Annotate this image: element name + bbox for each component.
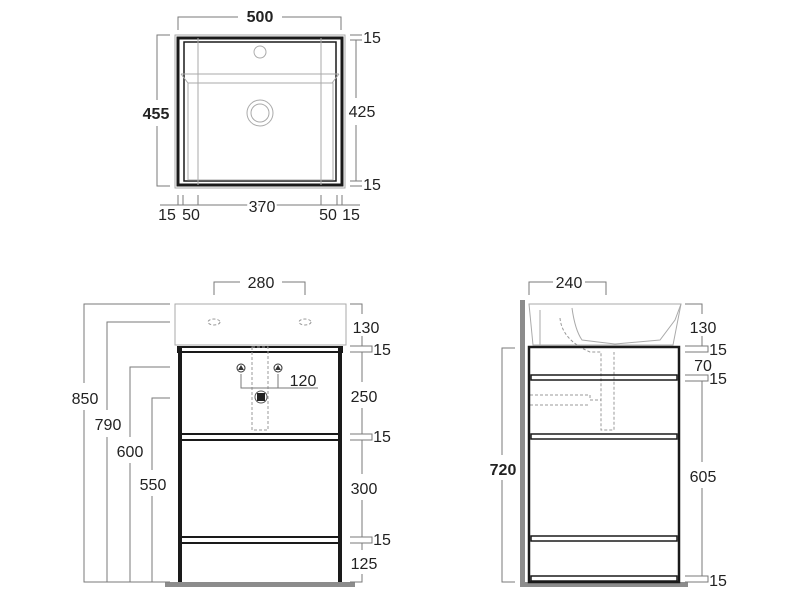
basin-depth-label: 240	[556, 275, 583, 292]
tap-hole-icon	[253, 45, 267, 59]
siphon-hidden	[559, 317, 615, 431]
right-dimension-lines	[685, 303, 709, 583]
basin-width-line	[213, 281, 306, 295]
basin-width-label: 280	[248, 275, 275, 292]
bottom-dimension-line	[160, 195, 360, 206]
width-dimension-line	[177, 16, 342, 30]
middle-shelf	[179, 433, 341, 441]
dim-label: 605	[690, 469, 717, 486]
dim-label: 125	[351, 556, 378, 573]
base-rail	[530, 575, 678, 582]
top-rail	[177, 346, 343, 353]
dim-label: 15	[373, 532, 391, 549]
floor	[165, 582, 355, 587]
left-leg	[178, 347, 182, 582]
dim-label: 15	[363, 177, 381, 194]
water-inlet-glyph	[275, 365, 281, 370]
height-label: 600	[117, 444, 144, 461]
dim-label: 15	[373, 429, 391, 446]
bottom-shelf	[179, 536, 341, 544]
front-view: 120 280 850 790 600 550 130 15 250 15 30…	[72, 275, 391, 587]
frame-outer	[176, 36, 344, 187]
basin-side	[528, 303, 682, 346]
height-line-600	[129, 366, 170, 582]
dim-label: 250	[351, 389, 378, 406]
dim-label: 50	[182, 207, 200, 224]
waste-pipe-hidden	[530, 394, 601, 406]
dim-label: 130	[690, 320, 717, 337]
wall	[520, 300, 525, 587]
dim-label: 15	[158, 207, 176, 224]
dim-label: 15	[342, 207, 360, 224]
dim-label: 15	[363, 30, 381, 47]
bowl-profile	[539, 303, 682, 345]
dim-label: 130	[353, 320, 380, 337]
height-label: 850	[72, 391, 99, 408]
drain-outer-icon	[246, 99, 274, 127]
height-line-790	[106, 321, 170, 582]
depth-dimension-line	[156, 34, 170, 187]
height-label: 550	[140, 477, 167, 494]
dim-label: 425	[349, 104, 376, 121]
width-label: 500	[247, 9, 274, 26]
floor	[520, 582, 688, 587]
tap-hole-hidden-icon	[298, 318, 312, 326]
drain-inner-icon	[250, 103, 270, 123]
siphon-hidden	[251, 346, 269, 431]
dim-label: 70	[694, 358, 712, 375]
height-label: 790	[95, 417, 122, 434]
middle-shelf	[530, 433, 678, 440]
water-inlet-glyph	[238, 365, 244, 370]
bowl-outline	[187, 82, 334, 181]
height-line-550	[151, 397, 170, 582]
dim-label: 15	[709, 371, 727, 388]
bottom-shelf	[530, 535, 678, 542]
dim-label: 15	[709, 573, 727, 590]
tap-spacing-label: 120	[290, 373, 317, 390]
top-view: 500 455 15 425 15 15 50 370 50 15	[143, 9, 381, 224]
dim-label: 15	[709, 342, 727, 359]
side-view: 240 720 130 15 70 15 605 15	[490, 275, 727, 590]
dim-label: 50	[319, 207, 337, 224]
cabinet-height-label: 720	[490, 462, 517, 479]
right-dimension-lines	[350, 34, 362, 187]
cabinet-height-line	[501, 347, 515, 583]
frame-inner	[183, 41, 337, 182]
basin-depth-line	[528, 281, 607, 295]
depth-label: 455	[143, 106, 170, 123]
drain-outlet-core	[257, 393, 265, 401]
right-leg	[338, 347, 342, 582]
dim-label: 370	[249, 199, 276, 216]
right-dimension-lines	[350, 303, 373, 583]
basin-front	[174, 303, 347, 346]
basin-outline	[174, 34, 346, 189]
cabinet-frame	[527, 345, 681, 584]
height-line-850	[83, 303, 170, 583]
dim-label: 300	[351, 481, 378, 498]
dim-label: 15	[373, 342, 391, 359]
tap-spacing-line	[240, 374, 318, 389]
tap-hole-hidden-icon	[207, 318, 221, 326]
top-rail	[530, 374, 678, 381]
